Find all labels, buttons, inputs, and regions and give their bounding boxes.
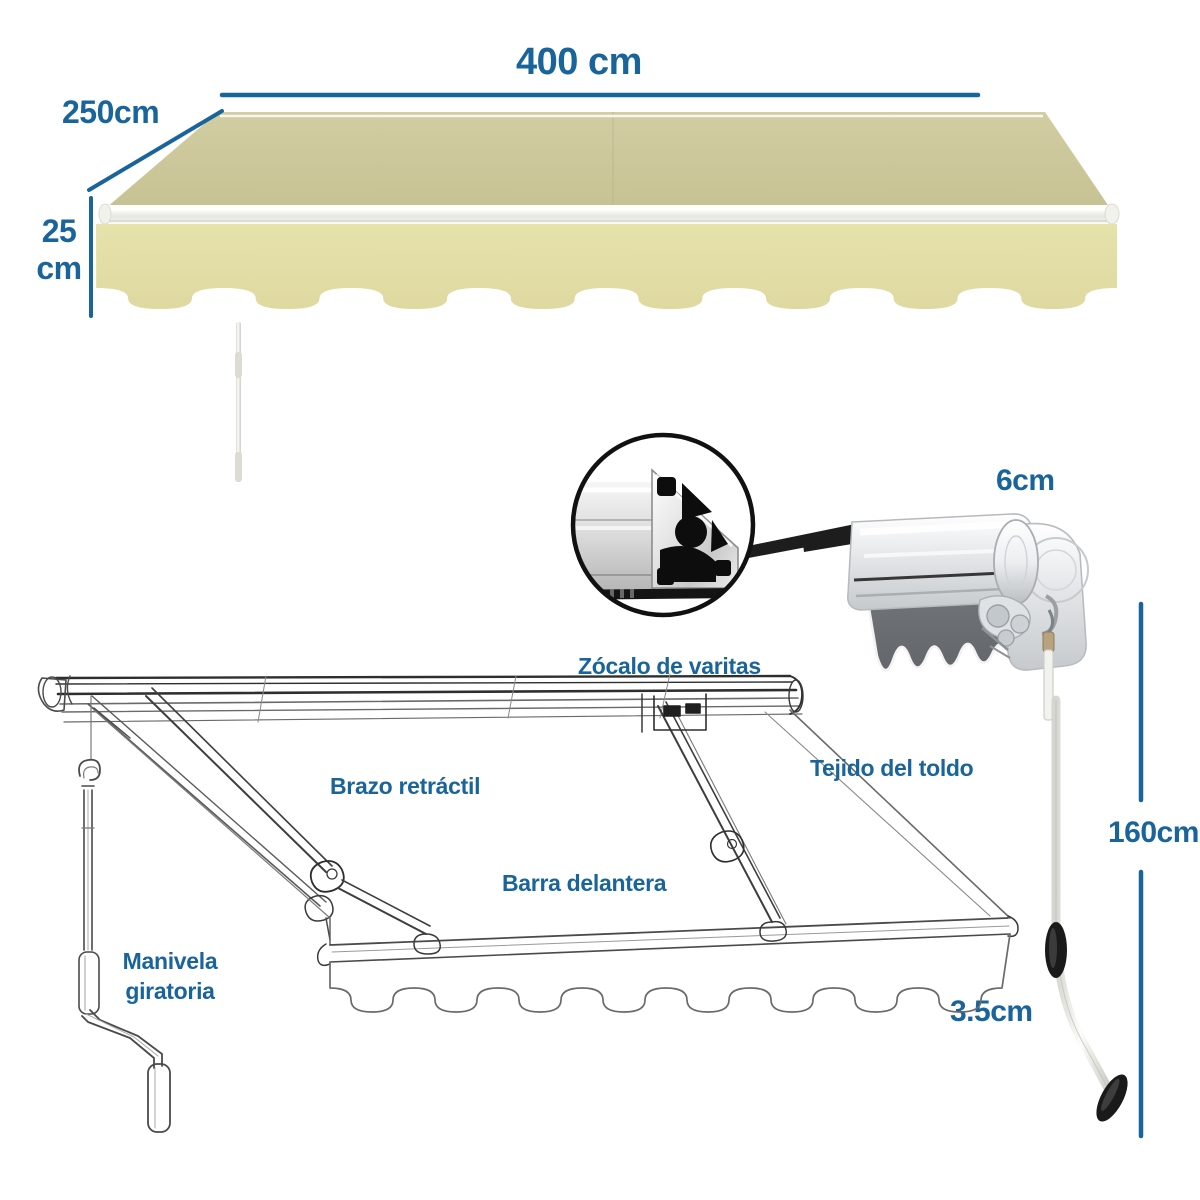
awning-cassette-end-unit — [802, 513, 1089, 721]
projection-dimension-label: 250cm — [62, 94, 160, 130]
retractable-arm-left — [87, 695, 334, 941]
crank-rod-upper — [1043, 649, 1054, 721]
height-dimension-label: 160cm — [1108, 816, 1199, 849]
top-rail — [37, 673, 804, 723]
label-crank-line2: giratoria — [125, 978, 215, 1004]
retractable-arm-middle — [145, 687, 431, 935]
valance-drop-dimension-label-unit: cm — [36, 250, 82, 286]
crank-handle-line-drawing — [78, 695, 171, 1133]
label-valance-rail: Zócalo de varitas — [578, 653, 761, 679]
awning-technical-line-drawing — [37, 673, 1019, 1133]
width-dimension-label: 400 cm — [516, 41, 642, 83]
arm-mounting-bracket — [641, 693, 707, 733]
fabric-sheet-outline — [764, 709, 1011, 919]
projection-dimension-line — [87, 109, 224, 192]
awning-scalloped-valance — [96, 224, 1117, 309]
aluminium-profile-detail-inset — [570, 432, 860, 618]
label-crank-line1: Manivela — [122, 948, 218, 974]
valance-drop-dimension-label-value: 25 — [41, 213, 77, 249]
front-bar-line — [316, 915, 1019, 967]
width-dimension-line — [219, 92, 981, 98]
roller-tube — [993, 519, 1039, 605]
magnifier-ring — [570, 432, 756, 618]
height-dimension-line — [1138, 601, 1144, 1139]
awning-front-view-illustration — [96, 112, 1120, 482]
valance-outline — [329, 933, 1011, 1013]
gear-bracket-detail — [978, 595, 1031, 659]
awning-front-view-section: 400 cm 250cm 25 cm — [0, 0, 1200, 482]
valance-drop-dimension-line — [89, 196, 93, 318]
retractable-arm-right — [657, 701, 787, 925]
crank-rod-lower-assembly — [1045, 695, 1128, 1122]
label-fabric: Tejido del toldo — [810, 755, 974, 781]
label-retractable-arm: Brazo retráctil — [330, 773, 481, 799]
awning-fabric-top-panel — [106, 112, 1110, 208]
label-front-bar: Barra delantera — [502, 870, 667, 896]
bar-thickness-dimension-label: 6cm — [996, 464, 1055, 497]
retractable-arm-left-lower — [93, 709, 331, 946]
